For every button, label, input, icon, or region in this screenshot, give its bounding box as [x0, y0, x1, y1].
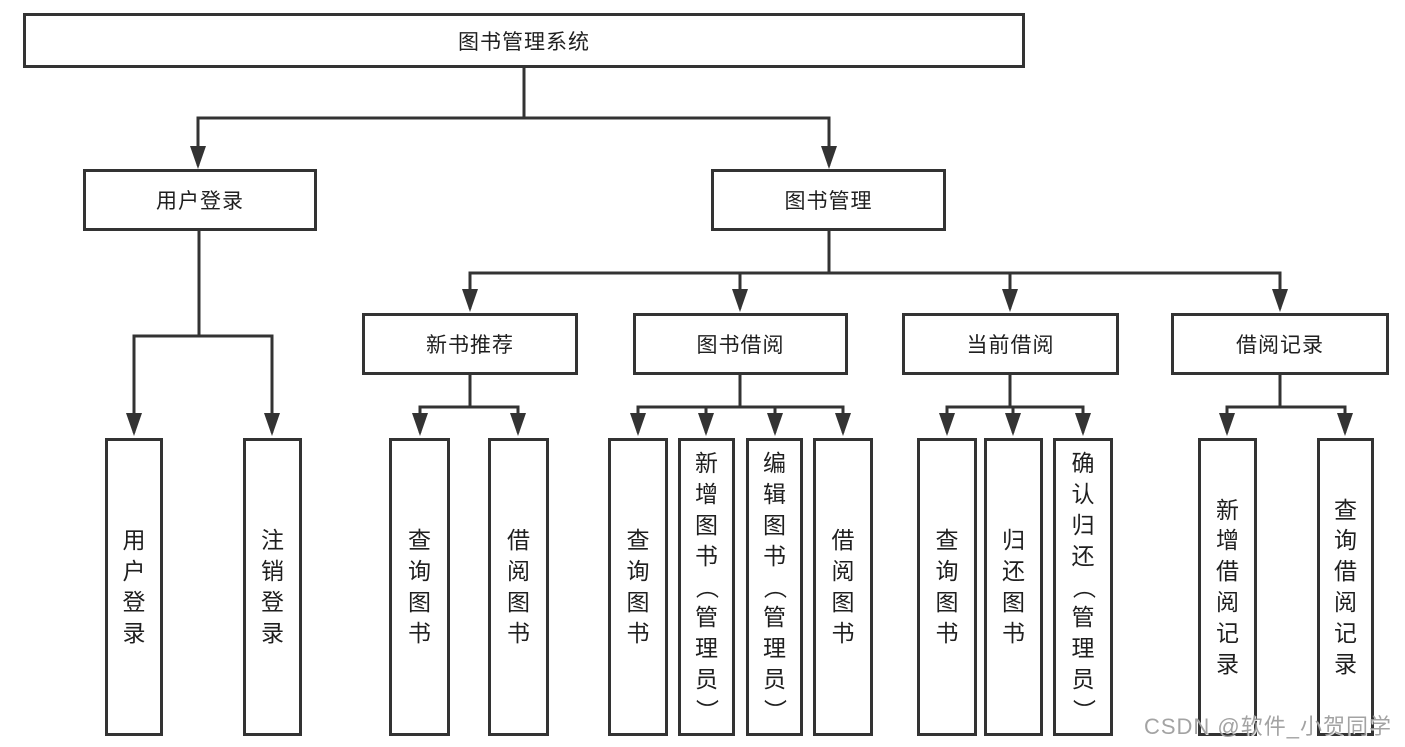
node-label: 当前借阅 [966, 334, 1055, 357]
branch-borrow-records [1219, 373, 1353, 436]
node-label: 借阅记录 [1236, 334, 1324, 357]
node-user-login: 用户登录 [83, 169, 317, 231]
leaf-query-books-recommend: 查询图书 [389, 438, 450, 736]
node-label: 注销登录 [261, 527, 284, 646]
leaf-logout: 注销登录 [243, 438, 302, 736]
branch-book-borrow [630, 373, 851, 436]
node-label: 查询图书 [626, 527, 650, 646]
node-label: 归还图书 [1002, 527, 1025, 646]
node-book-management: 图书管理 [711, 169, 946, 231]
leaf-user-login: 用户登录 [105, 438, 163, 736]
node-current-borrow: 当前借阅 [902, 313, 1119, 375]
leaf-query-books-borrow: 查询图书 [608, 438, 668, 736]
leaf-borrow-books-recommend: 借阅图书 [488, 438, 549, 736]
leaf-return-books: 归还图书 [984, 438, 1043, 736]
node-label: 图书借阅 [696, 334, 785, 357]
node-label: 图书管理 [784, 190, 873, 213]
node-label: 查询图书 [935, 527, 959, 646]
branch-new-book-recommend [412, 373, 526, 436]
node-label: 查询图书 [408, 527, 431, 646]
node-label: 新增借阅记录 [1216, 496, 1239, 677]
node-label: 借阅图书 [831, 527, 855, 646]
leaf-query-borrow-record: 查询借阅记录 [1317, 438, 1374, 736]
leaf-confirm-return-admin: 确认归还（管理员） [1053, 438, 1113, 736]
branch-book-management [462, 229, 1288, 312]
branch-user-login [126, 229, 280, 436]
leaf-borrow-books: 借阅图书 [813, 438, 873, 736]
node-book-borrow: 图书借阅 [633, 313, 848, 375]
node-label: 图书管理系统 [458, 30, 590, 54]
node-label: 用户登录 [122, 527, 146, 646]
leaf-add-book-admin: 新增图书（管理员） [678, 438, 735, 736]
branch-current-borrow [939, 373, 1091, 436]
node-label: 借阅图书 [507, 527, 530, 646]
leaf-query-books-current: 查询图书 [917, 438, 977, 736]
node-label: 确认归还（管理员） [1070, 450, 1097, 722]
node-borrow-records: 借阅记录 [1171, 313, 1389, 375]
leaf-add-borrow-record: 新增借阅记录 [1198, 438, 1257, 736]
branch-root [190, 66, 837, 169]
node-library-system: 图书管理系统 [23, 13, 1025, 68]
node-label: 新增图书（管理员） [693, 450, 720, 722]
node-label: 新书推荐 [426, 334, 514, 357]
node-new-book-recommend: 新书推荐 [362, 313, 578, 375]
node-label: 编辑图书（管理员） [761, 450, 788, 722]
node-label: 用户登录 [156, 190, 244, 213]
leaf-edit-book-admin: 编辑图书（管理员） [746, 438, 803, 736]
node-label: 查询借阅记录 [1334, 496, 1357, 677]
csdn-watermark: CSDN @软件_小贺同学 [1143, 714, 1392, 739]
